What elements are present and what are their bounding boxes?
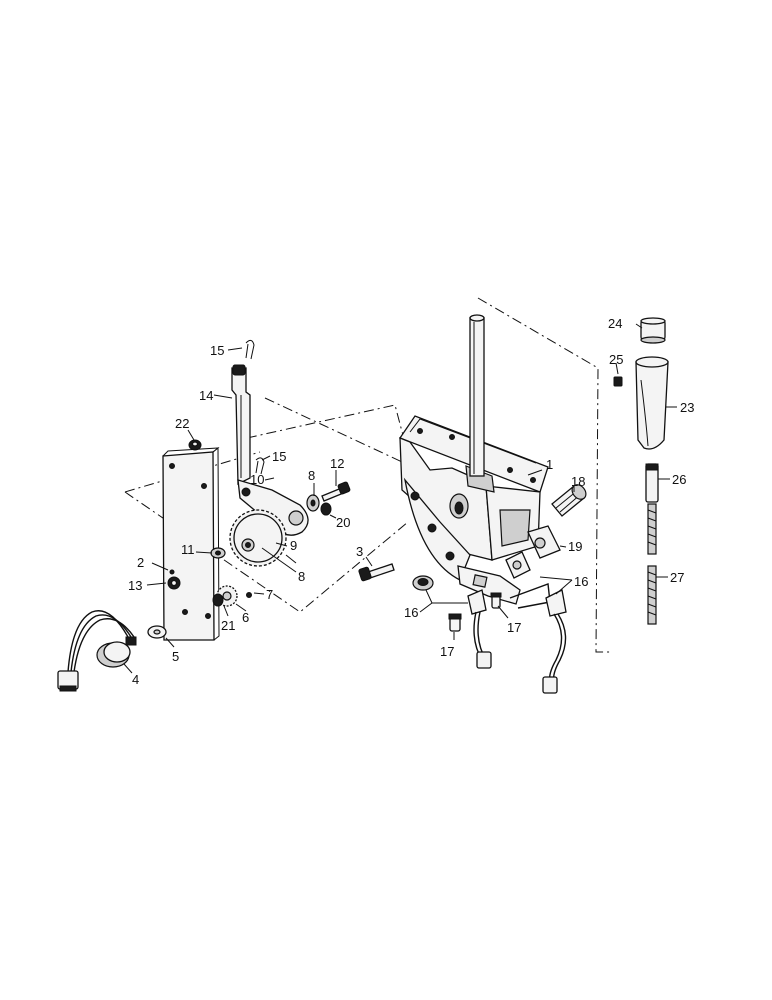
spacer-8 bbox=[306, 494, 320, 512]
label-part-18: 18 bbox=[571, 474, 585, 489]
label-part-10: 10 bbox=[250, 472, 264, 487]
label-part-2: 2 bbox=[137, 555, 144, 570]
stem-26 bbox=[645, 463, 659, 503]
label-part-27: 27 bbox=[670, 570, 684, 585]
label-part-13: 13 bbox=[128, 578, 142, 593]
label-part-23: 23 bbox=[680, 400, 694, 415]
bolt-3 bbox=[358, 563, 395, 582]
part-labels: 15 14 22 15 10 8 12 20 9 11 2 8 13 7 6 2… bbox=[128, 316, 694, 687]
knob-cap-24 bbox=[640, 317, 666, 344]
threaded-rod-27 bbox=[647, 503, 657, 625]
label-part-5: 5 bbox=[172, 649, 179, 664]
label-part-24: 24 bbox=[608, 316, 622, 331]
label-part-12: 12 bbox=[330, 456, 344, 471]
label-part-25: 25 bbox=[609, 352, 623, 367]
screw-17-right bbox=[490, 592, 502, 609]
label-part-17-left: 17 bbox=[440, 644, 454, 659]
nut-13 bbox=[167, 576, 181, 590]
label-part-15-mid: 15 bbox=[272, 449, 286, 464]
label-part-26: 26 bbox=[672, 472, 686, 487]
nut-22 bbox=[188, 439, 202, 451]
label-part-11: 11 bbox=[181, 542, 195, 557]
label-part-14: 14 bbox=[199, 388, 213, 403]
setscrew-7 bbox=[246, 592, 252, 598]
setscrew-25 bbox=[613, 376, 623, 387]
shift-knob-23 bbox=[635, 356, 669, 450]
sensor-16-left bbox=[412, 575, 434, 591]
label-part-17-right: 17 bbox=[507, 620, 521, 635]
label-part-8-lower: 8 bbox=[298, 569, 305, 584]
lever-rod bbox=[231, 364, 251, 486]
bracket bbox=[457, 565, 551, 609]
label-part-19: 19 bbox=[568, 539, 582, 554]
label-part-21: 21 bbox=[221, 618, 235, 633]
washer-5 bbox=[147, 625, 167, 639]
large-sprocket bbox=[229, 509, 287, 567]
label-part-16-right: 16 bbox=[574, 574, 588, 589]
mounting-plate bbox=[162, 446, 220, 641]
label-part-4: 4 bbox=[132, 672, 139, 687]
washer-11 bbox=[210, 547, 226, 559]
sensor-16-mid bbox=[467, 589, 492, 669]
label-part-1: 1 bbox=[546, 457, 553, 472]
label-part-6: 6 bbox=[242, 610, 249, 625]
collar-21 bbox=[212, 593, 224, 607]
screw-17-left bbox=[448, 613, 462, 632]
label-part-15-top: 15 bbox=[210, 343, 224, 358]
fitting-18 bbox=[551, 484, 587, 517]
label-part-20: 20 bbox=[336, 515, 350, 530]
potentiometer bbox=[57, 610, 137, 692]
switch-block-19 bbox=[505, 525, 561, 579]
bolt-12 bbox=[321, 481, 351, 502]
sensor-16-right bbox=[542, 589, 567, 694]
label-part-8-upper: 8 bbox=[308, 468, 315, 483]
cotter-pin-mid bbox=[255, 457, 265, 475]
leader-lines bbox=[123, 323, 677, 674]
cotter-pin-top bbox=[245, 339, 255, 360]
shift-shaft bbox=[469, 314, 485, 477]
assembly-guide-lines bbox=[124, 297, 612, 653]
label-part-7: 7 bbox=[266, 587, 273, 602]
label-part-16-left: 16 bbox=[404, 605, 418, 620]
label-part-9: 9 bbox=[290, 538, 297, 553]
label-part-3: 3 bbox=[356, 544, 363, 559]
label-part-22: 22 bbox=[175, 416, 189, 431]
nut-20 bbox=[320, 502, 332, 516]
